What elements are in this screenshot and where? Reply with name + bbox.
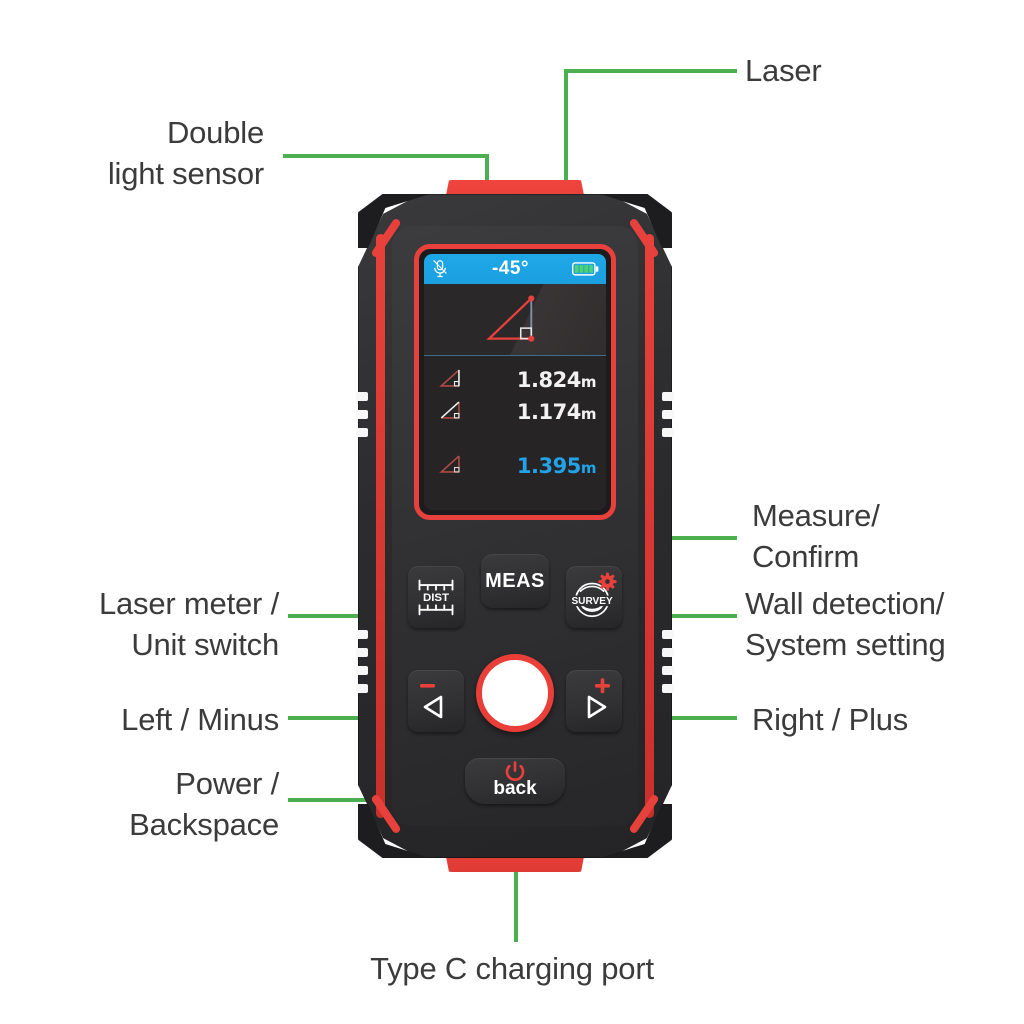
right-arrow-plus-icon: [587, 678, 610, 719]
screen-status-bar: -45°: [424, 254, 606, 284]
right-plus-button[interactable]: [566, 670, 622, 732]
callout-left-minus: Left / Minus: [121, 702, 279, 737]
dist-button[interactable]: DIST: [408, 566, 464, 628]
plus-icon: [595, 678, 610, 694]
right-triangle-hypotenuse-icon: [436, 366, 466, 395]
left-minus-button[interactable]: [408, 670, 464, 732]
readout-spacer: [424, 428, 606, 450]
dist-button-label: DIST: [423, 592, 449, 604]
callout-right-plus: Right / Plus: [752, 702, 909, 737]
left-arrow-minus-icon: [420, 684, 443, 719]
right-red-accent-stripe: [645, 234, 654, 818]
callout-power-backspace: Power / Backspace: [129, 766, 279, 843]
right-grip-notches-lower: [662, 630, 674, 702]
readout-row: 1.395m: [424, 450, 606, 482]
power-back-button[interactable]: back: [465, 758, 565, 804]
lcd-screen: -45°: [424, 254, 606, 510]
survey-button-label: SURVEY: [571, 596, 613, 607]
gear-icon: [598, 572, 617, 591]
measurement-triangle-diagram: [424, 284, 606, 356]
triangle-illustration: [486, 295, 535, 342]
readout-row: 1.824m: [424, 364, 606, 396]
back-button-label: back: [493, 778, 537, 799]
dist-ruler-icon: DIST: [418, 579, 454, 616]
callout-wall-detection: Wall detection/ System setting: [745, 586, 946, 663]
meas-button-label: MEAS: [485, 569, 545, 592]
callout-type-c-charging-port: Type C charging port: [370, 951, 654, 986]
callout-laser-meter-unit-switch: Laser meter / Unit switch: [98, 586, 279, 663]
left-triangle-icon: [423, 695, 443, 719]
power-icon: [505, 761, 525, 781]
readout-value: 1.395m: [516, 454, 597, 478]
callout-double-light-sensor: Double light sensor: [107, 115, 264, 192]
right-triangle-icon: [587, 695, 607, 719]
readout-value: 1.174m: [516, 400, 597, 424]
leader-laser: [564, 69, 737, 194]
right-triangle-base-icon: [436, 452, 466, 481]
right-triangle-side-icon: [436, 398, 466, 427]
center-measure-key[interactable]: [476, 654, 554, 732]
callout-measure-confirm: Measure/ Confirm: [752, 498, 880, 575]
readout-value: 1.824m: [516, 368, 597, 392]
left-grip-notches-lower: [356, 630, 368, 702]
survey-wall-detect-icon: SURVEY: [571, 572, 617, 618]
battery-full-icon: [572, 262, 599, 276]
mic-muted-icon: [433, 259, 447, 278]
laser-distance-meter-device: -45°: [352, 180, 678, 872]
left-red-accent-stripe: [376, 234, 385, 818]
minus-icon: [420, 684, 435, 688]
measurement-readouts: 1.824m 1.174m: [424, 356, 606, 510]
left-grip-notches: [356, 392, 368, 446]
callout-laser: Laser: [745, 53, 822, 88]
survey-button[interactable]: SURVEY: [566, 566, 622, 628]
meas-button[interactable]: MEAS: [481, 554, 549, 608]
angle-readout: -45°: [491, 258, 530, 279]
screen-bezel: -45°: [414, 244, 616, 520]
readout-row: 1.174m: [424, 396, 606, 428]
right-grip-notches: [662, 392, 674, 446]
